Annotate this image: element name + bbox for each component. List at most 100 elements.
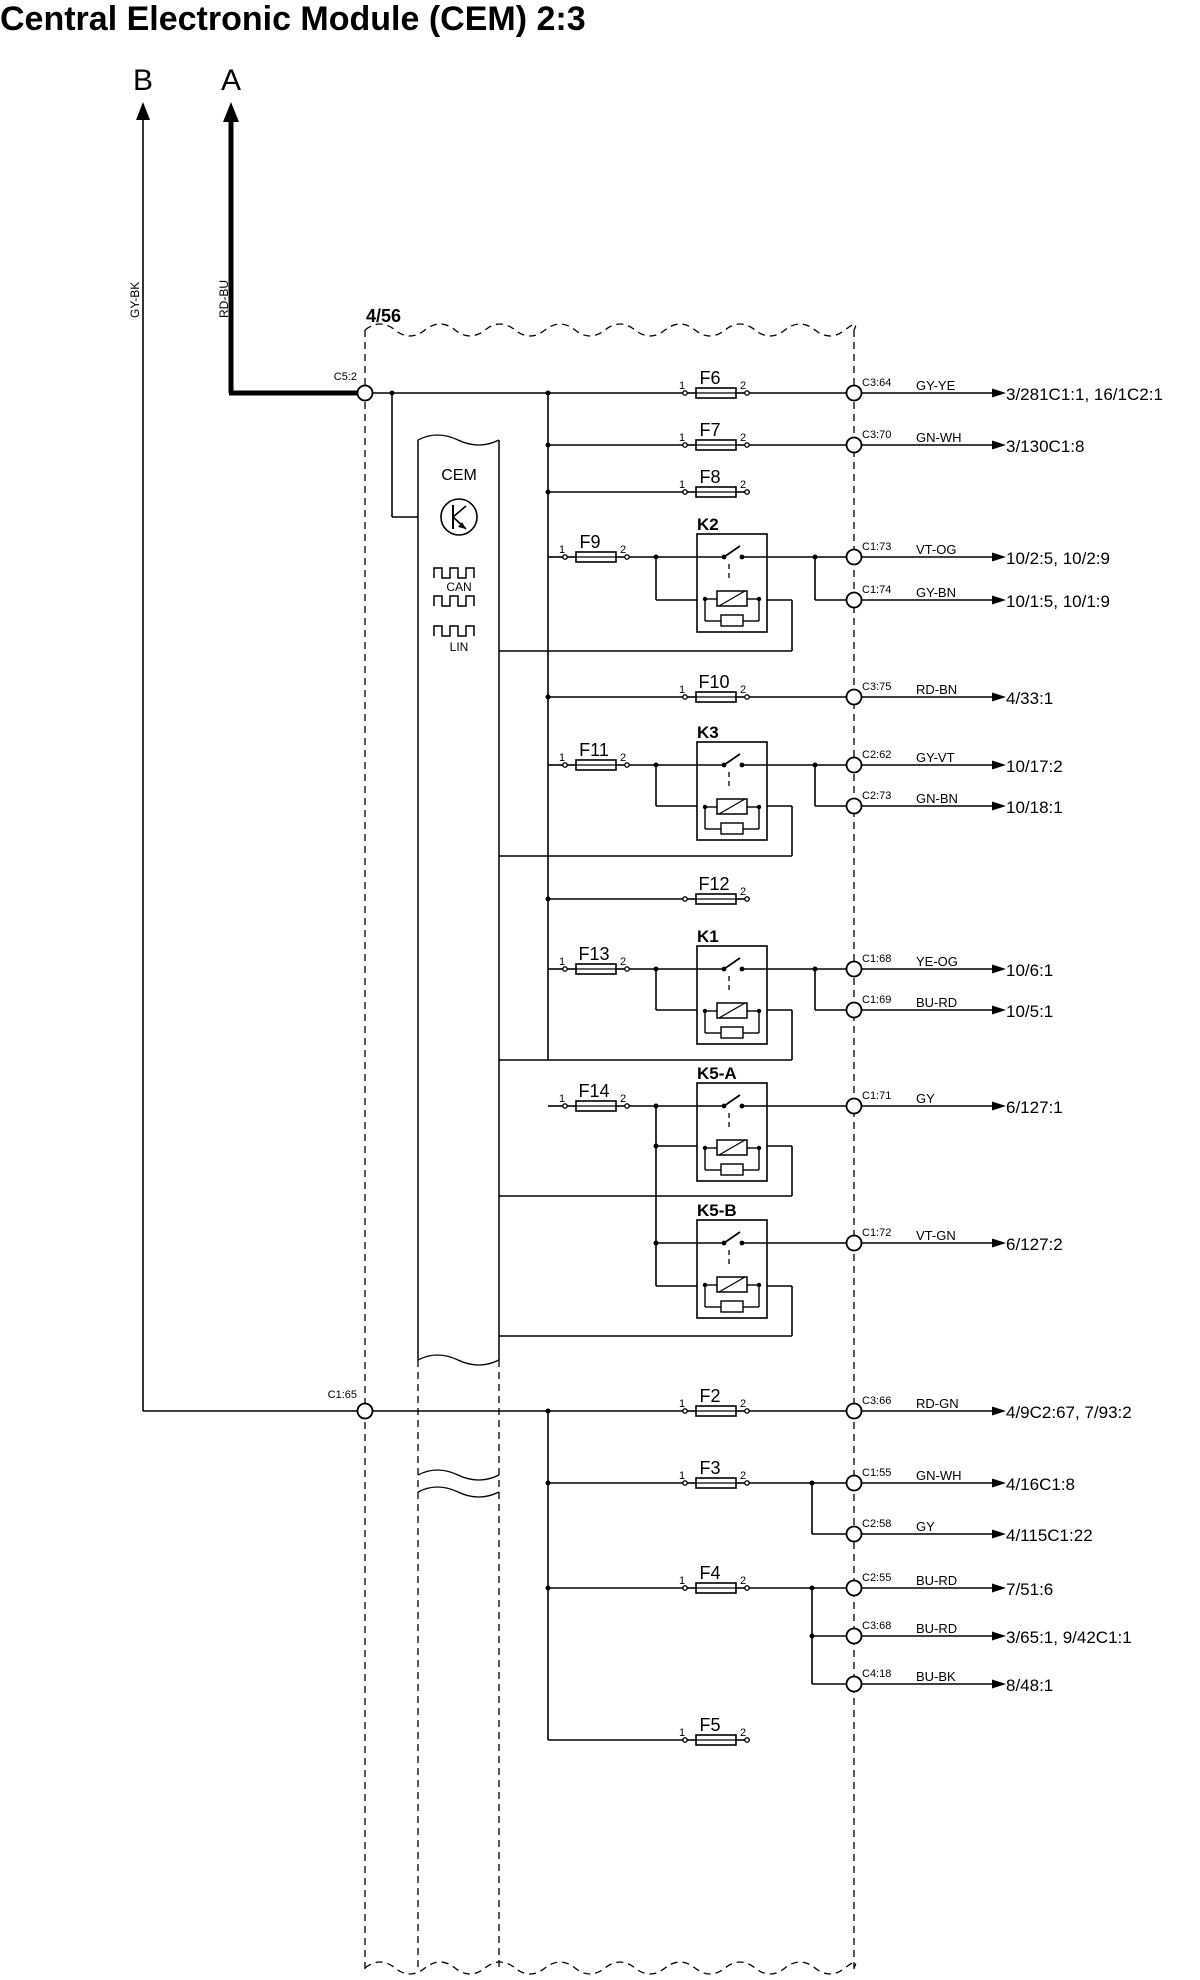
wire-color-label: GN-WH <box>916 430 962 445</box>
fuse-f12-label: F12 <box>698 874 729 894</box>
svg-text:1: 1 <box>679 684 685 696</box>
connector-label: C3:75 <box>862 681 891 693</box>
wire-color-label: BU-RD <box>916 1621 957 1636</box>
fuse-f13-label: F13 <box>578 944 609 964</box>
svg-text:1: 1 <box>679 1575 685 1587</box>
destination-label: 10/17:2 <box>1006 757 1063 776</box>
cem-label: CEM <box>441 467 477 484</box>
relay-k1 <box>696 945 768 1045</box>
wire-a-color: RD-BU <box>217 280 231 318</box>
destination-label: 3/65:1, 9/42C1:1 <box>1006 1628 1132 1647</box>
svg-text:2: 2 <box>740 479 746 491</box>
svg-text:1: 1 <box>559 752 565 764</box>
connector-label: C2:58 <box>862 1518 891 1530</box>
fuse-f2-label: F2 <box>699 1386 720 1406</box>
connector-label: C3:68 <box>862 1620 891 1632</box>
fuse-f10-label: F10 <box>698 672 729 692</box>
relay-k5-a-label: K5-A <box>697 1064 737 1083</box>
destination-label: 10/2:5, 10/2:9 <box>1006 549 1110 568</box>
destination-label: 4/115C1:22 <box>1006 1526 1093 1545</box>
connector-label: C3:66 <box>862 1395 891 1407</box>
wire-color-label: GY-BN <box>916 585 956 600</box>
svg-text:2: 2 <box>620 752 626 764</box>
output-labels: C3:64 GY-YE 3/281C1:1, 16/1C2:1 C3:70 GN… <box>862 377 1163 1695</box>
input-connector-c5-2 <box>356 384 374 402</box>
wire-color-label: RD-BN <box>916 682 957 697</box>
svg-text:1: 1 <box>679 1727 685 1739</box>
destination-label: 3/130C1:8 <box>1006 437 1084 456</box>
svg-text:2: 2 <box>620 544 626 556</box>
relay-k5-b-label: K5-B <box>697 1201 737 1220</box>
fuse-f8-label: F8 <box>699 467 720 487</box>
arrow-b-head <box>136 102 150 120</box>
fuse-f9-label: F9 <box>579 532 600 552</box>
svg-text:1: 1 <box>559 956 565 968</box>
destination-label: 4/33:1 <box>1006 689 1053 708</box>
connector-label: C1:71 <box>862 1090 891 1102</box>
svg-text:1: 1 <box>559 544 565 556</box>
wire-color-label: BU-RD <box>916 1573 957 1588</box>
svg-text:2: 2 <box>620 1093 626 1105</box>
destination-label: 4/16C1:8 <box>1006 1475 1075 1494</box>
input-connector-c5-2-label: C5:2 <box>334 371 357 383</box>
lower-junctions <box>545 1408 815 1639</box>
fuse-f14-label: F14 <box>578 1081 609 1101</box>
can-label: CAN <box>446 580 471 594</box>
relay-k3-label: K3 <box>697 723 719 742</box>
lower-bus-wiring <box>372 1410 854 1741</box>
can-signal-icon <box>433 567 475 637</box>
input-connector-c1-65 <box>356 1402 374 1420</box>
module-boundary <box>364 323 857 1975</box>
cem-block <box>417 434 500 1970</box>
connector-label: C2:55 <box>862 1572 891 1584</box>
wire-b-color: GY-BK <box>128 282 142 318</box>
destination-label: 10/5:1 <box>1006 1002 1053 1021</box>
module-reference: 4/56 <box>366 306 401 326</box>
svg-text:2: 2 <box>740 1727 746 1739</box>
svg-text:2: 2 <box>620 956 626 968</box>
connector-label: C2:62 <box>862 749 891 761</box>
wire-color-label: GY <box>916 1091 935 1106</box>
svg-text:1: 1 <box>679 1398 685 1410</box>
fuse-f7-label: F7 <box>699 420 720 440</box>
relay-k5-b <box>696 1219 768 1319</box>
relay-k2 <box>696 533 768 633</box>
arrow-a-label: A <box>221 64 241 97</box>
svg-text:2: 2 <box>740 1398 746 1410</box>
relay-junctions <box>653 554 818 1246</box>
destination-label: 10/18:1 <box>1006 798 1063 817</box>
svg-text:2: 2 <box>740 684 746 696</box>
lin-label: LIN <box>450 640 469 654</box>
wire-color-label: BU-RD <box>916 995 957 1010</box>
destination-label: 4/9C2:67, 7/93:2 <box>1006 1403 1132 1422</box>
wire-color-label: GN-WH <box>916 1468 962 1483</box>
connector-label: C1:68 <box>862 953 891 965</box>
destination-label: 10/1:5, 10/1:9 <box>1006 592 1110 611</box>
svg-text:2: 2 <box>740 886 746 898</box>
destination-label: 8/48:1 <box>1006 1676 1053 1695</box>
svg-text:2: 2 <box>740 1575 746 1587</box>
arrow-a-head <box>223 102 239 122</box>
wire-color-label: GY-YE <box>916 378 956 393</box>
fuse-f11-label: F11 <box>579 740 609 760</box>
relay-k2-label: K2 <box>697 515 719 534</box>
connector-label: C1:69 <box>862 994 891 1006</box>
upper-bus-wiring <box>372 392 793 1337</box>
relay-k1-label: K1 <box>697 927 719 946</box>
fuse-f3-label: F3 <box>699 1458 720 1478</box>
wire-color-label: YE-OG <box>916 954 958 969</box>
destination-label: 7/51:6 <box>1006 1580 1053 1599</box>
connector-label: C1:74 <box>862 584 891 596</box>
connector-label: C1:73 <box>862 541 891 553</box>
relay-k3 <box>696 741 768 841</box>
svg-text:1: 1 <box>679 432 685 444</box>
connector-label: C4:18 <box>862 1668 891 1680</box>
diagram-title: Central Electronic Module (CEM) 2:3 <box>0 0 586 38</box>
input-connector-c1-65-label: C1:65 <box>328 1389 357 1401</box>
bus-junctions <box>389 390 551 902</box>
destination-label: 10/6:1 <box>1006 961 1053 980</box>
